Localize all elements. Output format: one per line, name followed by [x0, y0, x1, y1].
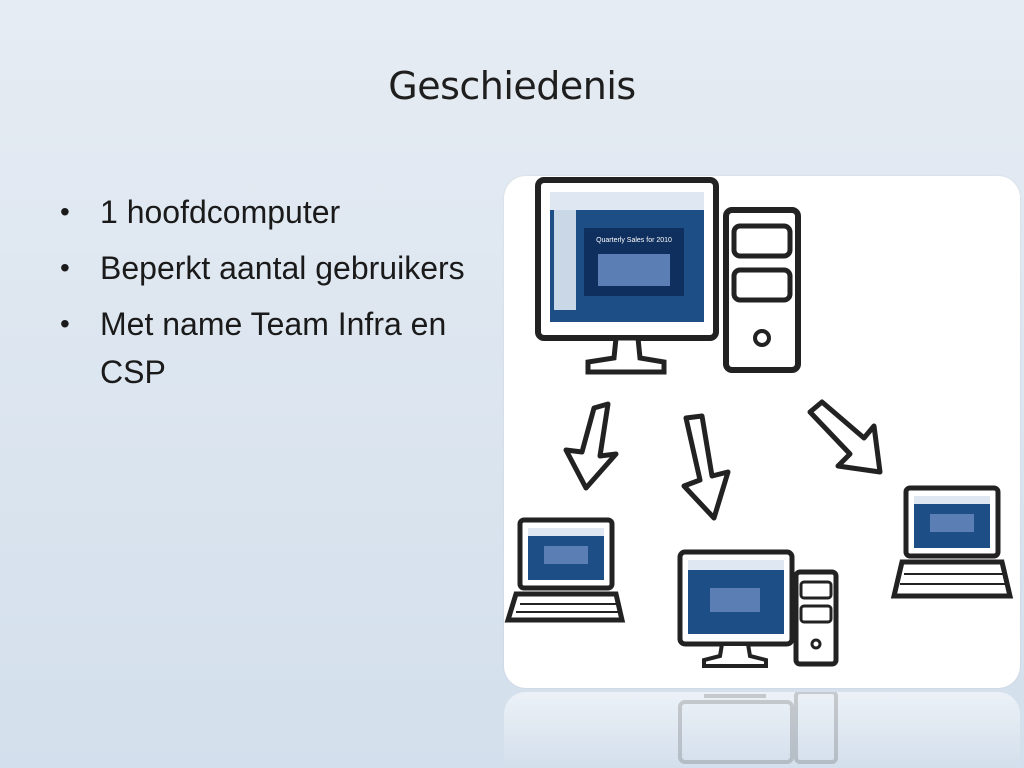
- main-monitor-icon: Quarterly Sales for 2010: [535, 177, 719, 375]
- illustration-reflection: [504, 692, 1020, 768]
- bullet-list: • 1 hoofdcomputer • Beperkt aantal gebruik…: [58, 188, 478, 404]
- laptop-left-icon: [504, 517, 626, 623]
- main-tower-icon: [723, 207, 801, 373]
- bullet-text: Beperkt aantal gebruikers: [100, 250, 465, 286]
- bullet-item: • Met name Team Infra en CSP: [58, 300, 478, 396]
- bullet-text: 1 hoofdcomputer: [100, 194, 341, 230]
- bullet-dot-icon: •: [60, 196, 70, 227]
- bullet-item: • 1 hoofdcomputer: [58, 188, 478, 236]
- bullet-dot-icon: •: [60, 308, 70, 339]
- bullet-item: • Beperkt aantal gebruikers: [58, 244, 478, 292]
- laptop-right-icon: [890, 485, 1014, 599]
- center-desktop-icon: [677, 549, 839, 668]
- bullet-dot-icon: •: [60, 252, 70, 283]
- bullet-text: Met name Team Infra en CSP: [100, 306, 447, 390]
- screen-caption: Quarterly Sales for 2010: [596, 237, 672, 244]
- network-illustration: Quarterly Sales for 2010: [504, 176, 1020, 688]
- arrow-left-icon: [563, 401, 619, 491]
- slide-title: Geschiedenis: [388, 64, 636, 108]
- arrow-center-icon: [681, 413, 731, 521]
- arrow-right-icon: [807, 399, 883, 475]
